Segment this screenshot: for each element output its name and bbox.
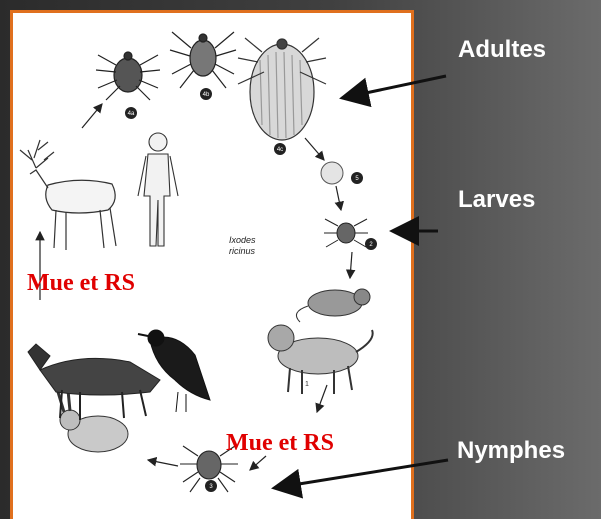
adult-tick-female-icon — [96, 52, 160, 100]
species-name: Ixodes ricinus — [229, 235, 256, 257]
marker-4b-text: 4b — [203, 92, 210, 98]
cat-host-icon — [268, 325, 373, 394]
larva-tick-icon — [324, 219, 368, 247]
marker-4a-text: 4a — [128, 111, 135, 117]
molt-label-left: Mue et RS — [27, 270, 135, 297]
species-genus: Ixodes — [229, 235, 256, 246]
molt-label-bottom: Mue et RS — [226, 430, 334, 457]
species-epithet: ricinus — [229, 246, 256, 257]
adults-label: Adultes — [458, 36, 546, 64]
hare-host-icon — [58, 390, 128, 452]
fox-host-icon — [28, 344, 160, 420]
bird-host-icon — [138, 330, 210, 412]
marker-4c-text: 4c — [277, 147, 283, 153]
pointer-arrows — [274, 76, 448, 488]
adults-pointer-arrow — [342, 76, 446, 98]
adult-tick-engorged-icon — [238, 38, 326, 140]
nymphs-label: Nymphes — [457, 437, 565, 465]
adult-tick-male-icon — [170, 32, 236, 88]
larvae-label: Larves — [458, 186, 535, 214]
human-host-icon — [138, 133, 178, 246]
host-marker-small: 1 — [305, 381, 309, 388]
rodent-host-icon — [296, 289, 370, 322]
deer-host-icon — [20, 140, 116, 250]
nymphs-pointer-arrow — [274, 460, 448, 488]
egg-icon — [321, 162, 343, 184]
